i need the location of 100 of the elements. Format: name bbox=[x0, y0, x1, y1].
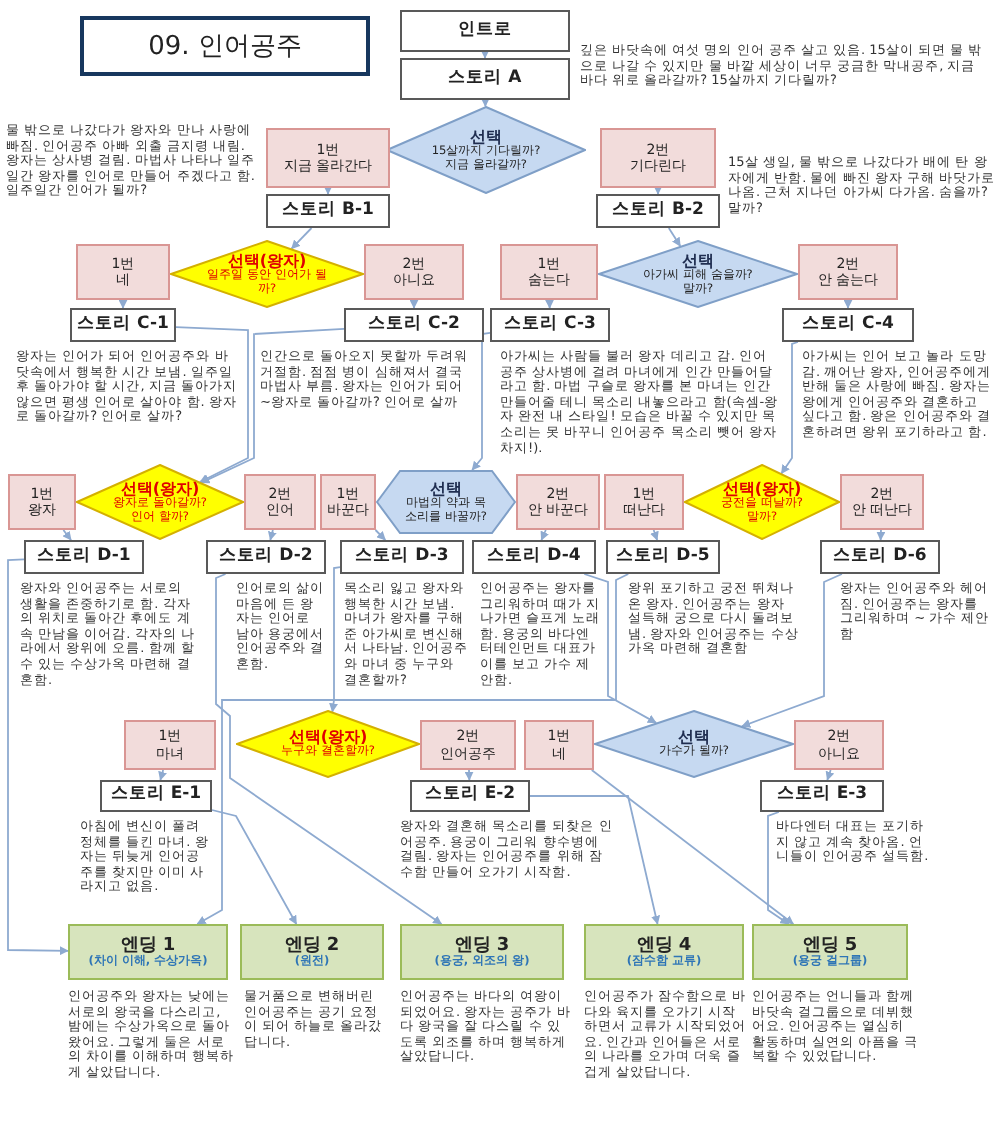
option-box bbox=[500, 244, 598, 300]
story-label: 스토리 C-1 bbox=[77, 315, 169, 335]
arrow bbox=[158, 769, 167, 781]
option-box bbox=[76, 244, 170, 300]
arrow bbox=[529, 795, 661, 925]
story-label: 스토리 D-4 bbox=[487, 547, 581, 567]
ending-box bbox=[752, 924, 908, 980]
arrow bbox=[583, 573, 658, 724]
option-box bbox=[794, 720, 884, 770]
story-box bbox=[490, 308, 610, 342]
story-box bbox=[340, 540, 464, 574]
option-box bbox=[244, 474, 316, 530]
arrow bbox=[590, 769, 795, 925]
arrow bbox=[323, 185, 333, 195]
story-box bbox=[400, 10, 570, 52]
story-label: 인트로 bbox=[458, 21, 512, 41]
title: 09. 인어공주 bbox=[80, 16, 370, 76]
story-label: 스토리 C-2 bbox=[368, 315, 460, 335]
ending-box bbox=[584, 924, 744, 980]
story-label: 스토리 E-2 bbox=[424, 786, 516, 806]
ending-title: 엔딩 4 bbox=[636, 935, 692, 955]
ending-box bbox=[400, 924, 564, 980]
arrow bbox=[329, 566, 341, 713]
arrow bbox=[118, 299, 128, 309]
arrow bbox=[196, 573, 630, 925]
story-box bbox=[410, 780, 530, 812]
arrow bbox=[175, 326, 249, 483]
arrow bbox=[741, 573, 843, 728]
choice-label: 선택 bbox=[430, 479, 462, 498]
ending-box bbox=[240, 924, 384, 980]
story-box bbox=[820, 540, 940, 574]
ending-title: 엔딩 2 bbox=[284, 935, 340, 955]
arrow bbox=[653, 185, 663, 195]
arrow bbox=[650, 529, 659, 541]
arrow bbox=[290, 227, 313, 250]
arrow bbox=[200, 328, 345, 484]
arrow bbox=[843, 299, 853, 309]
option-box bbox=[320, 474, 376, 530]
option-box bbox=[516, 474, 600, 530]
arrow bbox=[464, 769, 474, 781]
decision-diamond bbox=[170, 240, 364, 308]
story-box bbox=[596, 194, 720, 228]
ending-title: 엔딩 1 bbox=[120, 935, 176, 955]
choice-label: 선택 bbox=[682, 251, 714, 270]
decision-diamond bbox=[386, 106, 586, 194]
story-box bbox=[782, 308, 914, 342]
option-box bbox=[798, 244, 898, 300]
decision-diamond bbox=[76, 464, 244, 540]
arrow bbox=[825, 769, 835, 781]
arrow bbox=[211, 809, 298, 925]
ending-title: 엔딩 5 bbox=[802, 935, 858, 955]
choice-label: 선택(왕자) bbox=[227, 251, 307, 270]
option-box bbox=[8, 474, 76, 530]
arrow bbox=[471, 332, 491, 471]
story-box bbox=[206, 540, 326, 574]
story-label: 스토리 D-1 bbox=[37, 547, 131, 567]
option-box bbox=[604, 474, 684, 530]
arrow bbox=[876, 529, 886, 541]
arrow bbox=[767, 811, 790, 925]
story-box bbox=[344, 308, 484, 342]
story-label: 스토리 D-2 bbox=[219, 547, 313, 567]
story-box bbox=[70, 308, 176, 342]
decision-diamond bbox=[598, 240, 798, 308]
option-box bbox=[124, 720, 216, 770]
arrow bbox=[540, 529, 549, 541]
arrow bbox=[268, 529, 277, 541]
story-box bbox=[760, 780, 884, 812]
arrow bbox=[409, 299, 419, 309]
story-label: 스토리 B-2 bbox=[612, 201, 704, 221]
story-box bbox=[606, 540, 720, 574]
decision-hexagon bbox=[376, 470, 516, 534]
ending-box bbox=[68, 924, 228, 980]
arrow bbox=[545, 299, 554, 309]
arrow bbox=[62, 529, 72, 541]
story-box bbox=[24, 540, 144, 574]
choice-label: 선택 bbox=[678, 728, 710, 747]
choice-label: 선택(왕자) bbox=[120, 479, 200, 498]
story-label: 스토리 A bbox=[448, 69, 522, 89]
arrow bbox=[374, 529, 387, 541]
option-box bbox=[840, 474, 924, 530]
option-box bbox=[524, 720, 594, 770]
arrow bbox=[780, 341, 799, 475]
story-label: 스토리 D-6 bbox=[833, 547, 927, 567]
arrow bbox=[7, 558, 69, 956]
arrow bbox=[215, 573, 443, 925]
story-box bbox=[472, 540, 596, 574]
decision-diamond bbox=[236, 710, 420, 778]
decision-diamond bbox=[684, 464, 840, 540]
story-label: 스토리 B-1 bbox=[282, 201, 374, 221]
story-label: 스토리 C-3 bbox=[504, 315, 596, 335]
story-box bbox=[266, 194, 390, 228]
story-label: 스토리 C-4 bbox=[802, 315, 894, 335]
option-box bbox=[364, 244, 464, 300]
ending-title: 엔딩 3 bbox=[454, 935, 510, 955]
choice-label: 선택(왕자) bbox=[722, 479, 802, 498]
arrow bbox=[480, 97, 490, 108]
story-label: 스토리 E-1 bbox=[110, 786, 202, 806]
choice-label: 선택 bbox=[470, 127, 502, 146]
decision-diamond bbox=[594, 710, 794, 778]
story-label: 스토리 D-3 bbox=[355, 547, 449, 567]
